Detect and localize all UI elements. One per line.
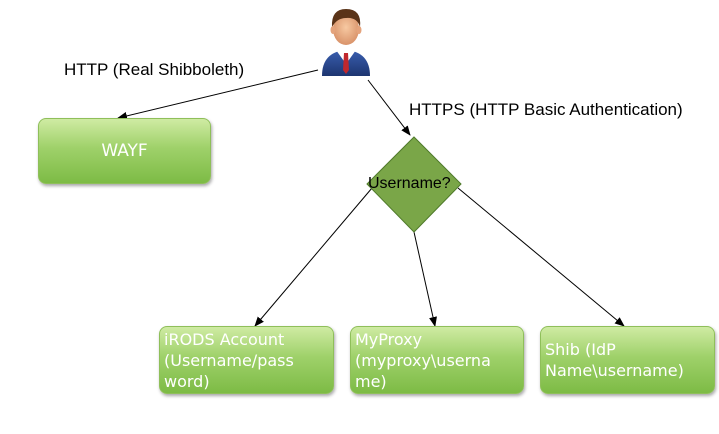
- irods-account-node: iRODS Account (Username/pass word): [159, 326, 334, 394]
- https-label: HTTPS (HTTP Basic Authentication): [409, 100, 683, 119]
- shib-node: Shib (IdP Name\username): [540, 326, 715, 394]
- decision-label: Username?: [368, 175, 451, 192]
- arrow-user-to-wayf: [117, 69, 319, 120]
- http-label: HTTP (Real Shibboleth): [64, 60, 245, 79]
- wayf-node: WAYF: [38, 118, 211, 184]
- arrow-decision-to-shib: [457, 187, 625, 327]
- decision-diamond: [366, 136, 462, 233]
- user-avatar-icon: [322, 9, 370, 76]
- arrow-decision-to-myproxy: [413, 231, 437, 327]
- arrow-decision-to-irods: [254, 187, 373, 327]
- myproxy-node: MyProxy (myproxy\userna me): [350, 326, 524, 394]
- arrow-user-to-decision: [367, 79, 411, 136]
